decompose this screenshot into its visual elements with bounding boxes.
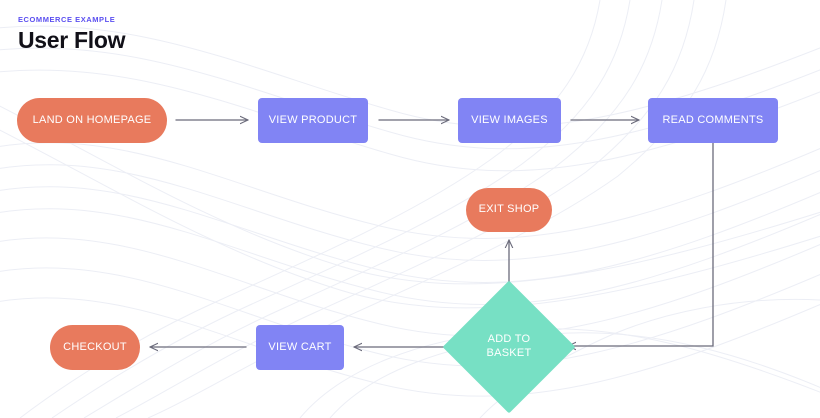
node-label-line-2: BASKET	[486, 347, 532, 359]
node-read-comments[interactable]: READ COMMENTS	[648, 98, 778, 143]
node-label: CHECKOUT	[63, 340, 127, 353]
node-label: LAND ON HOMEPAGE	[32, 113, 152, 126]
node-checkout[interactable]: CHECKOUT	[50, 325, 140, 370]
node-view-images[interactable]: VIEW IMAGES	[458, 98, 561, 143]
node-label: VIEW CART	[268, 340, 332, 353]
eyebrow-label: ECOMMERCE EXAMPLE	[18, 15, 116, 24]
node-land-on-homepage[interactable]: LAND ON HOMEPAGE	[17, 98, 167, 143]
node-exit-shop[interactable]: EXIT SHOP	[466, 188, 552, 232]
node-label: VIEW PRODUCT	[268, 113, 358, 126]
node-add-to-basket[interactable]: ADD TO BASKET	[442, 280, 576, 414]
node-label-group: ADD TO BASKET	[462, 333, 556, 361]
node-label-line-1: ADD TO	[487, 333, 531, 346]
node-view-cart[interactable]: VIEW CART	[256, 325, 344, 370]
page-header: ECOMMERCE EXAMPLE User Flow	[18, 15, 126, 53]
node-label: VIEW IMAGES	[471, 113, 548, 126]
node-view-product[interactable]: VIEW PRODUCT	[258, 98, 368, 143]
page-title: User Flow	[18, 26, 126, 53]
edge-comments-to-basket	[567, 142, 714, 346]
node-label: EXIT SHOP	[478, 203, 540, 216]
node-label: READ COMMENTS	[662, 113, 764, 126]
